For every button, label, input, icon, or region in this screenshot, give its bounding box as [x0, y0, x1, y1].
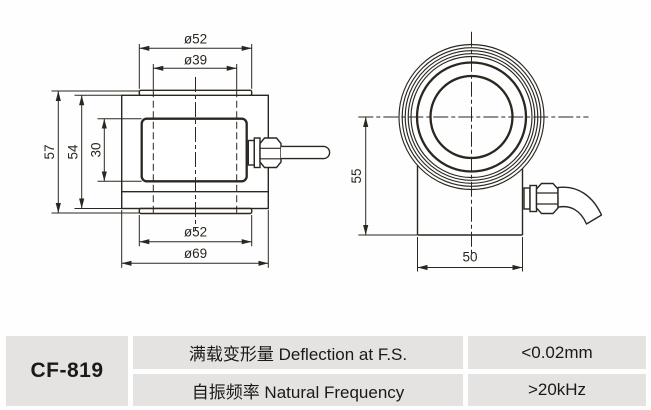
flange-ring-circle: [410, 55, 533, 179]
gland-ring: [523, 187, 531, 210]
flange-ring-circle: [398, 43, 545, 191]
spec-label-text: 自振频率 Natural Frequency: [191, 382, 405, 402]
gland-hex-nut: [535, 182, 559, 215]
dim-label-base-dia: ø69: [184, 246, 207, 261]
cable-gland-front: [523, 182, 603, 225]
dim-label-top-bore-dia: ø39: [184, 53, 207, 68]
flange-ring-circle: [404, 50, 539, 184]
flange-ring-circle: [407, 53, 536, 181]
boss-circle: [415, 61, 528, 173]
recess-outline: [140, 117, 248, 183]
dim-label-total-height: 57: [42, 144, 57, 159]
flange-ring-circle: [401, 47, 542, 187]
dim-label-bottom-boss-dia: ø52: [184, 224, 207, 239]
gland-ring: [247, 139, 256, 166]
dim-label-body-height: 54: [66, 144, 81, 160]
bore-circle: [429, 74, 514, 160]
cable-body: [281, 147, 324, 158]
gland-hex-nut: [259, 137, 282, 169]
side-view: ø52 ø39 ø52 ø69 57: [42, 32, 331, 268]
spec-label-deflection: 满载变形量 Deflection at F.S.: [133, 336, 463, 369]
spec-value-text: >20kHz: [527, 380, 587, 399]
dim-label-top-outer-dia: ø52: [184, 32, 207, 47]
spec-value-deflection: <0.02mm: [468, 336, 646, 369]
dim-label-center-to-base: 55: [349, 168, 364, 183]
dim-label-base-width: 50: [462, 250, 477, 265]
spec-label-text: 满载变形量 Deflection at F.S.: [188, 345, 408, 364]
model-cell: CF-819: [6, 336, 128, 406]
front-view: 55 50: [349, 31, 603, 272]
cable-gland-side: [247, 137, 331, 169]
spec-value-frequency: >20kHz: [468, 374, 646, 406]
spec-value-text: <0.02mm: [521, 342, 593, 362]
gland-ring: [253, 137, 261, 169]
spec-label-frequency: 自振频率 Natural Frequency: [133, 374, 463, 406]
gland-ring: [529, 184, 538, 213]
model-number: CF-819: [30, 359, 104, 382]
front-view-dimensions: 55 50: [349, 117, 523, 272]
dim-label-recess-height: 30: [89, 142, 104, 157]
technical-drawing: ø52 ø39 ø52 ø69 57: [42, 31, 603, 272]
cable-curve: [557, 186, 603, 225]
side-view-dimensions: ø52 ø39 ø52 ø69 57: [42, 32, 269, 268]
